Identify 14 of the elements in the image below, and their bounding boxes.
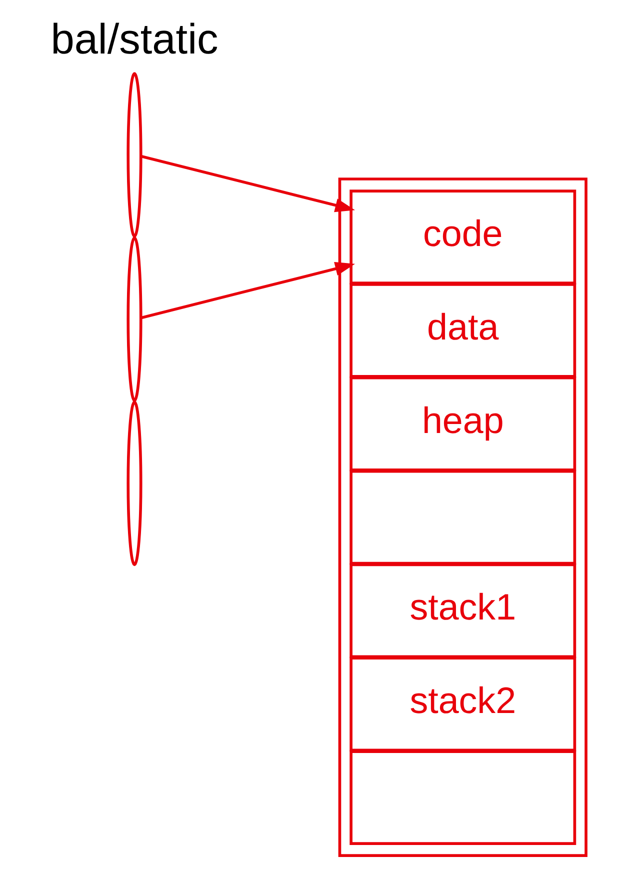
node-squiggle <box>126 72 142 238</box>
node-box: code <box>349 190 576 284</box>
cluster <box>338 178 587 857</box>
node-box: heap <box>349 376 576 472</box>
label: bal/static <box>50 16 218 63</box>
node-box: stack2 <box>349 656 576 752</box>
node-box: data <box>349 283 576 378</box>
arrow <box>140 262 355 320</box>
node-squiggle <box>126 236 142 402</box>
node-squiggle <box>126 400 142 566</box>
arrow <box>140 154 355 212</box>
node-box <box>349 750 576 845</box>
node-box: stack1 <box>349 563 576 658</box>
node-box <box>349 470 576 565</box>
